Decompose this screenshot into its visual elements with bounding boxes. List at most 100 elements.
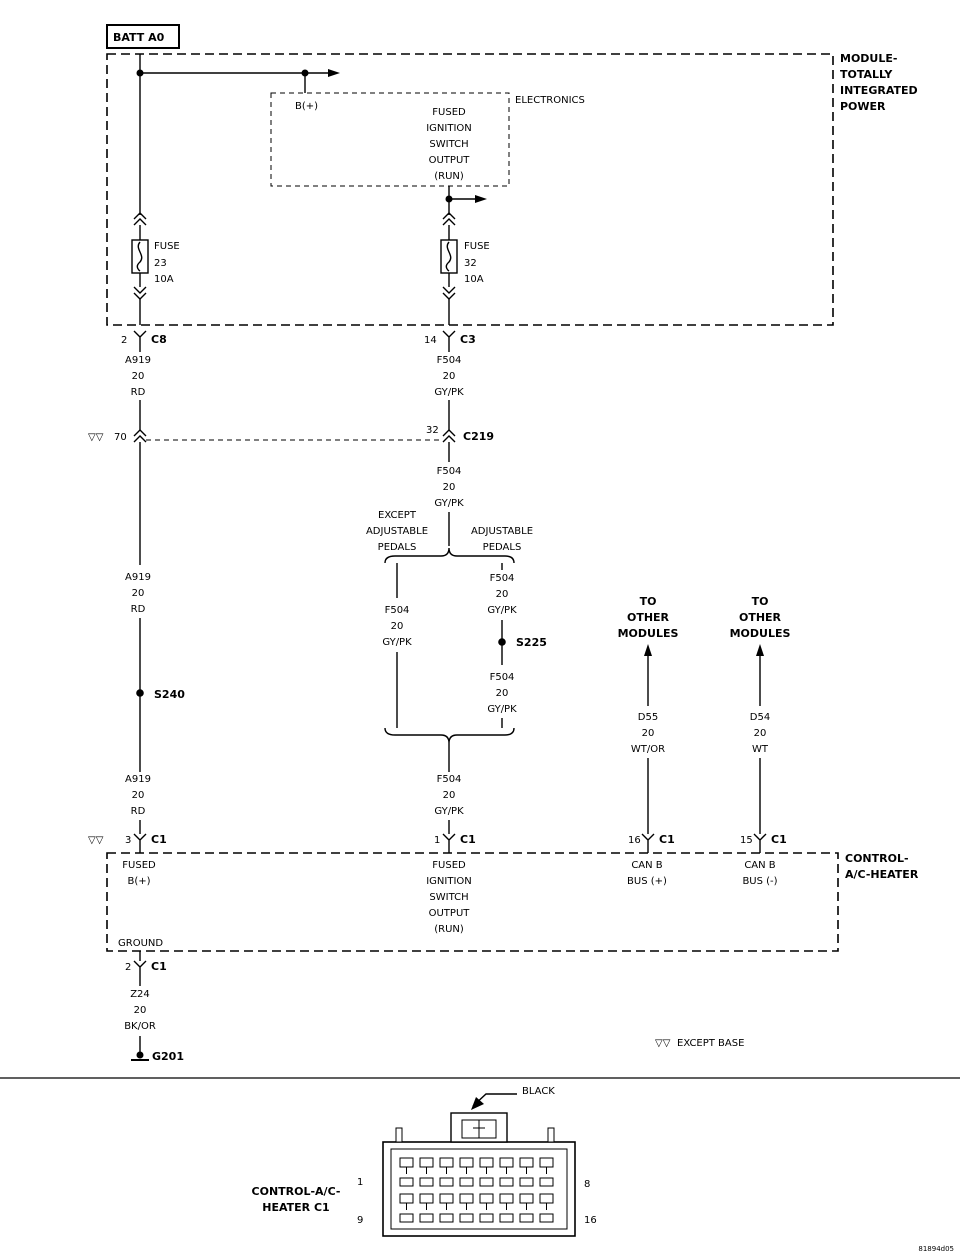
a919-mid-label: A919 20 RD — [125, 572, 151, 615]
except-base-legend: EXCEPT BASE — [677, 1038, 744, 1049]
svg-text:20: 20 — [443, 790, 456, 801]
to-other-modules-2: TO OTHER MODULES — [730, 595, 791, 640]
connector-cavity — [419, 1157, 434, 1168]
svg-text:GY/PK: GY/PK — [487, 605, 517, 616]
connector-cavity — [539, 1193, 554, 1204]
connector-cavity — [399, 1177, 414, 1187]
c3-connector-icon — [442, 330, 456, 345]
except-base-legend-mark: ▽▽ — [655, 1038, 671, 1049]
except-base-mark-c219: ▽▽ — [88, 432, 104, 443]
svg-text:23: 23 — [154, 258, 167, 269]
svg-text:WT: WT — [752, 744, 769, 755]
svg-text:HEATER C1: HEATER C1 — [262, 1201, 329, 1214]
hvac-canb-plus: CAN B BUS (+) — [627, 860, 667, 887]
electronics-bplus: B(+) — [295, 101, 318, 112]
svg-text:F504: F504 — [437, 355, 462, 366]
svg-text:BUS (+): BUS (+) — [627, 876, 667, 887]
svg-text:20: 20 — [496, 589, 509, 600]
svg-text:F504: F504 — [490, 573, 515, 584]
connector-cavity — [519, 1157, 534, 1168]
to-other-arrow-2-icon — [756, 644, 764, 656]
svg-text:OTHER: OTHER — [627, 611, 670, 624]
s225-label: S225 — [516, 636, 547, 649]
connector-cavity — [439, 1193, 454, 1204]
svg-text:IGNITION: IGNITION — [426, 876, 472, 887]
z24-label: Z24 20 BK/OR — [124, 989, 156, 1032]
svg-text:GY/PK: GY/PK — [434, 387, 464, 398]
hvac-module-label: CONTROL- A/C-HEATER — [845, 852, 919, 881]
electronics-label: ELECTRONICS — [515, 95, 585, 106]
f504-mid-label: F504 20 GY/PK — [434, 466, 464, 509]
svg-text:10A: 10A — [464, 274, 484, 285]
c1-pin16-connector-icon — [641, 833, 655, 853]
svg-text:20: 20 — [391, 621, 404, 632]
electronics-box — [270, 92, 510, 187]
svg-text:A919: A919 — [125, 774, 151, 785]
hvac-module-box — [106, 852, 839, 952]
connector-cavity — [499, 1193, 514, 1204]
f504-adj-a-label: F504 20 GY/PK — [487, 573, 517, 616]
f504-bot-label: F504 20 GY/PK — [434, 774, 464, 817]
c1-pin3-name: C1 — [151, 833, 167, 846]
c1-pin1-pin: 1 — [434, 835, 440, 846]
s240-splice-dot — [136, 689, 144, 697]
svg-text:F504: F504 — [437, 466, 462, 477]
hvac-ignition: FUSED IGNITION SWITCH OUTPUT (RUN) — [426, 860, 472, 935]
to-other-arrow-1-icon — [644, 644, 652, 656]
batt-label-box — [106, 24, 180, 49]
c8-connector-icon — [133, 330, 147, 345]
svg-text:FUSED: FUSED — [122, 860, 156, 871]
svg-text:A/C-HEATER: A/C-HEATER — [845, 868, 919, 881]
hvac-fused-bplus: FUSED B(+) — [122, 860, 156, 887]
svg-text:20: 20 — [443, 482, 456, 493]
svg-text:(RUN): (RUN) — [434, 924, 464, 935]
c1-ground-name: C1 — [151, 960, 167, 973]
connector-cavity — [399, 1193, 414, 1204]
svg-text:TO: TO — [752, 595, 769, 608]
connector-cavity — [399, 1157, 414, 1168]
svg-text:D55: D55 — [638, 712, 658, 723]
c1-pin16-name: C1 — [659, 833, 675, 846]
c1-pin1-connector-icon — [442, 833, 456, 853]
option-bottom-brace — [384, 727, 515, 744]
svg-text:FUSED: FUSED — [432, 107, 466, 118]
svg-text:MODULES: MODULES — [618, 627, 679, 640]
connector-cavity — [479, 1157, 494, 1168]
svg-text:GY/PK: GY/PK — [434, 498, 464, 509]
d54-label: D54 20 WT — [750, 712, 770, 755]
c1-pin1-name: C1 — [460, 833, 476, 846]
svg-text:GY/PK: GY/PK — [487, 704, 517, 715]
fuse32-label: FUSE 32 10A — [464, 241, 490, 285]
connector-cavity — [419, 1193, 434, 1204]
c1-pin3-connector-icon — [133, 833, 147, 853]
figure-code: 81894d05 — [918, 1245, 954, 1253]
svg-text:INTEGRATED: INTEGRATED — [840, 84, 918, 97]
svg-text:32: 32 — [464, 258, 477, 269]
c3-pin: 14 — [424, 335, 437, 346]
svg-text:B(+): B(+) — [127, 876, 150, 887]
connector-cavity — [419, 1177, 434, 1187]
c219-left-connector-icon — [133, 429, 147, 443]
svg-text:F504: F504 — [490, 672, 515, 683]
c1-ground-connector-icon — [133, 960, 147, 978]
d55-label: D55 20 WT/OR — [631, 712, 665, 755]
fuse23-bottom-connector-icon — [133, 286, 147, 300]
tipm-module-label: MODULE- TOTALLY INTEGRATED POWER — [840, 52, 918, 113]
svg-text:EXCEPT: EXCEPT — [378, 510, 417, 521]
svg-text:(RUN): (RUN) — [434, 171, 464, 182]
svg-text:WT/OR: WT/OR — [631, 744, 665, 755]
svg-text:20: 20 — [754, 728, 767, 739]
svg-text:ADJUSTABLE: ADJUSTABLE — [471, 526, 533, 537]
batt-label: BATT A0 — [113, 31, 165, 44]
connector-cavity — [499, 1157, 514, 1168]
c1-pin15-name: C1 — [771, 833, 787, 846]
svg-text:OTHER: OTHER — [739, 611, 782, 624]
connector-left-post — [395, 1127, 403, 1143]
connector-cavity — [459, 1213, 474, 1223]
connector-pin-1-label: 1 — [357, 1177, 363, 1188]
connector-cavity — [459, 1193, 474, 1204]
f504-top-label: F504 20 GY/PK — [434, 355, 464, 398]
connector-cavity — [399, 1213, 414, 1223]
connector-pin-row-2 — [399, 1177, 554, 1187]
